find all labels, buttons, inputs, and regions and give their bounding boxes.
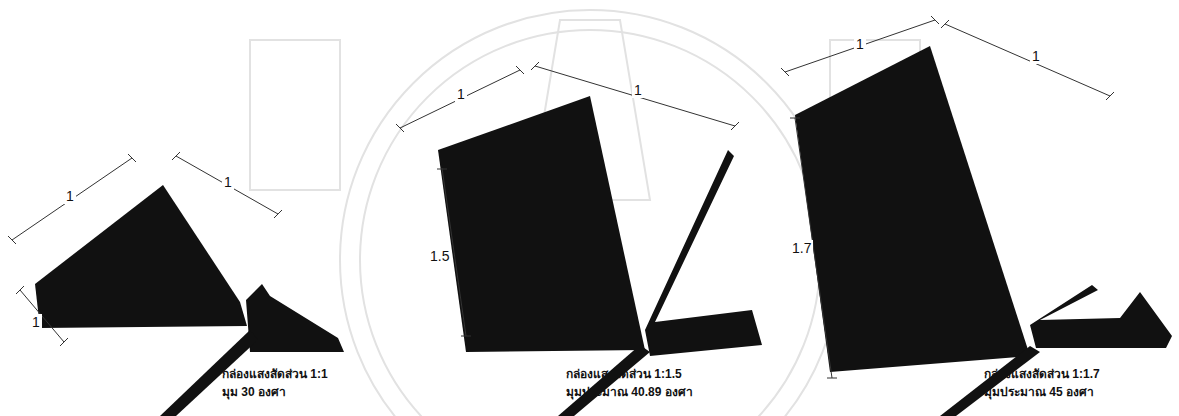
section-1-1 (35, 185, 344, 416)
section-1-1-7 (795, 46, 1172, 416)
dimension-value: 1 (64, 188, 76, 204)
caption-ratio: กล่องแสงสัดส่วน 1:1 (222, 368, 328, 382)
dimension-value: 1.5 (428, 248, 451, 264)
dimension-lines (8, 16, 1114, 378)
dimension-value: 1 (1030, 48, 1042, 64)
dimension-value: 1 (222, 174, 234, 190)
section-1-1-5 (438, 96, 762, 416)
dimension-value: 1 (632, 82, 644, 98)
dimension-value: 1.7 (790, 240, 813, 256)
dimension-value: 1 (30, 314, 42, 330)
caption-angle: มุมประมาณ 45 องศา (984, 386, 1094, 400)
caption-ratio: กล่องแสงสัดส่วน 1:1.7 (984, 368, 1100, 382)
caption-ratio: กล่องแสงสัดส่วน 1:1.5 (566, 368, 682, 382)
caption-angle: มุมประมาณ 40.89 องศา (566, 386, 693, 400)
dimension-value: 1 (854, 36, 866, 52)
dimension-value: 1 (455, 86, 467, 102)
caption-angle: มุม 30 องศา (222, 386, 286, 400)
